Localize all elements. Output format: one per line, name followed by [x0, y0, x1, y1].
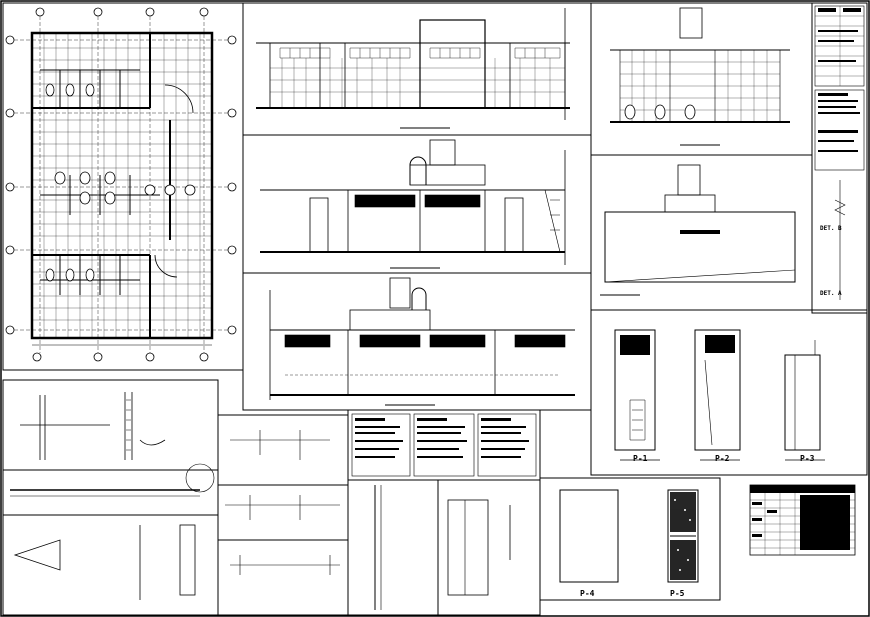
- door-p3: [784, 340, 821, 451]
- detail-label-b: DET. B: [820, 225, 842, 232]
- detail-label-a: DET. A: [820, 290, 842, 297]
- title-block: [811, 2, 868, 314]
- door-label-p4: P-4: [580, 589, 595, 598]
- floor-plan: [2, 2, 244, 371]
- door-p2: [694, 329, 741, 451]
- door-label-p5: P-5: [670, 589, 685, 598]
- door-p1: [614, 329, 656, 451]
- door-label-p1: P-1: [633, 454, 648, 463]
- elevation-lower: [242, 272, 592, 411]
- detail-panels: [2, 379, 541, 616]
- door-label-p2: P-2: [715, 454, 730, 463]
- schedule-table: [749, 484, 856, 556]
- door-details: [590, 309, 868, 476]
- door-label-p3: P-3: [800, 454, 815, 463]
- door-p4-p5: [539, 477, 721, 601]
- section-right-top: [590, 2, 813, 156]
